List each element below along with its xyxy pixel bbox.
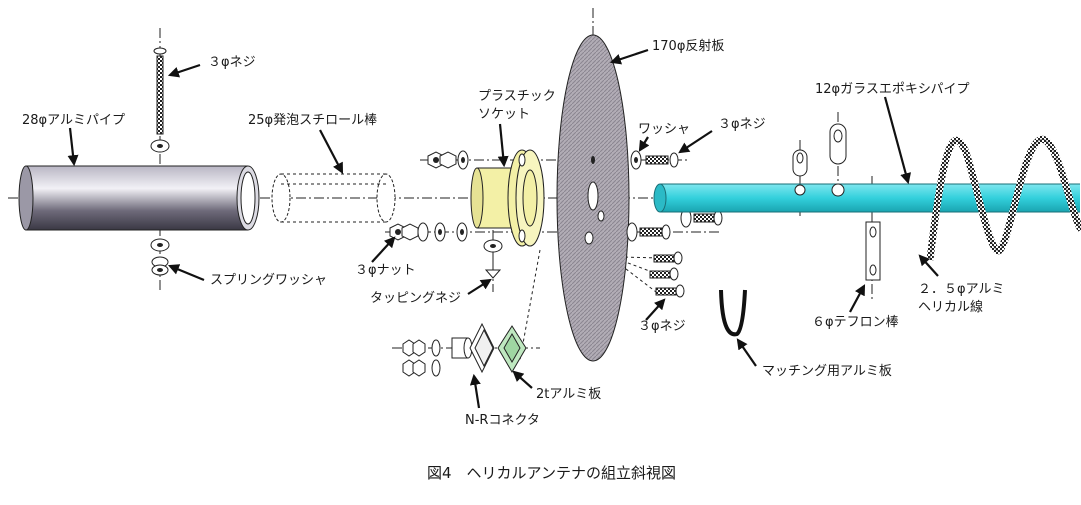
arrow-socket (497, 123, 509, 168)
label-matching: マッチング用アルミ板 (762, 364, 892, 379)
teflon-rods (792, 123, 881, 281)
socket-bottom-hardware (389, 222, 468, 242)
arrow-nut (371, 236, 396, 263)
label-pipe28: 28φアルミパイプ (22, 113, 125, 128)
reflector-screws-top (630, 150, 679, 170)
pipe-bottom-washers (150, 238, 170, 276)
n-r-connector-part (402, 322, 495, 377)
label-teflon: ６φテフロン棒 (812, 315, 899, 330)
label-screw-top: ３φネジ (208, 55, 256, 70)
arrow-helical (918, 254, 939, 277)
foam-rod-25 (271, 173, 396, 223)
label-connector: N-Rコネクタ (465, 413, 540, 428)
aluminium-plate-2t (497, 325, 527, 373)
arrow-teflon (849, 284, 866, 313)
label-plate2t: 2tアルミ板 (536, 387, 601, 402)
arrow-connector (469, 373, 481, 409)
arrow-foam25 (319, 129, 344, 174)
plate-guide-line (519, 249, 541, 361)
label-socket-line1: プラスチック (478, 89, 556, 104)
label-helical-line1: ２．５φアルミ (918, 282, 1004, 297)
tapping-screw-part (483, 239, 503, 279)
label-screw-right: ３φネジ (718, 117, 766, 132)
socket-top-hardware (427, 150, 469, 170)
label-reflector: 170φ反射板 (652, 38, 724, 54)
arrow-washer (638, 136, 650, 152)
arrow-screw-right (678, 130, 713, 154)
label-tapping: タッピングネジ (370, 291, 461, 306)
arrow-spring-washer (167, 264, 205, 282)
figure-caption: 図4 ヘリカルアンテナの組立斜視図 (427, 464, 676, 482)
arrow-tapping (467, 278, 492, 295)
label-helical-line2: ヘリカル線 (918, 299, 983, 315)
arrow-reflector (609, 48, 649, 65)
matching-plate-part (719, 289, 747, 337)
arrow-pipe28 (67, 127, 79, 167)
label-nut: ３φナット (355, 263, 416, 278)
plastic-socket (470, 149, 545, 247)
pipe-top-screw (150, 47, 170, 153)
arrow-matching (736, 338, 757, 367)
reflector-screws-bottom (649, 251, 685, 298)
label-spring-washer: スプリングワッシャ (210, 273, 327, 288)
reflector-plate (556, 34, 630, 362)
aluminium-pipe-28 (18, 165, 260, 231)
arrow-screw-bottom (645, 298, 666, 321)
label-socket-line2: ソケット (478, 107, 530, 122)
glass-epoxy-pipe (653, 183, 1080, 213)
arrow-glass-pipe (883, 96, 912, 185)
label-glass-pipe: 12φガラスエポキシパイプ (815, 82, 969, 97)
arrow-screw-top (167, 63, 201, 78)
arrow-plate2t (512, 370, 533, 389)
label-screw-bottom: ３φネジ (638, 319, 686, 334)
label-foam25: 25φ発泡スチロール棒 (248, 113, 377, 128)
reflector-screws-middle (626, 208, 723, 242)
label-washer: ワッシャ (638, 122, 690, 137)
